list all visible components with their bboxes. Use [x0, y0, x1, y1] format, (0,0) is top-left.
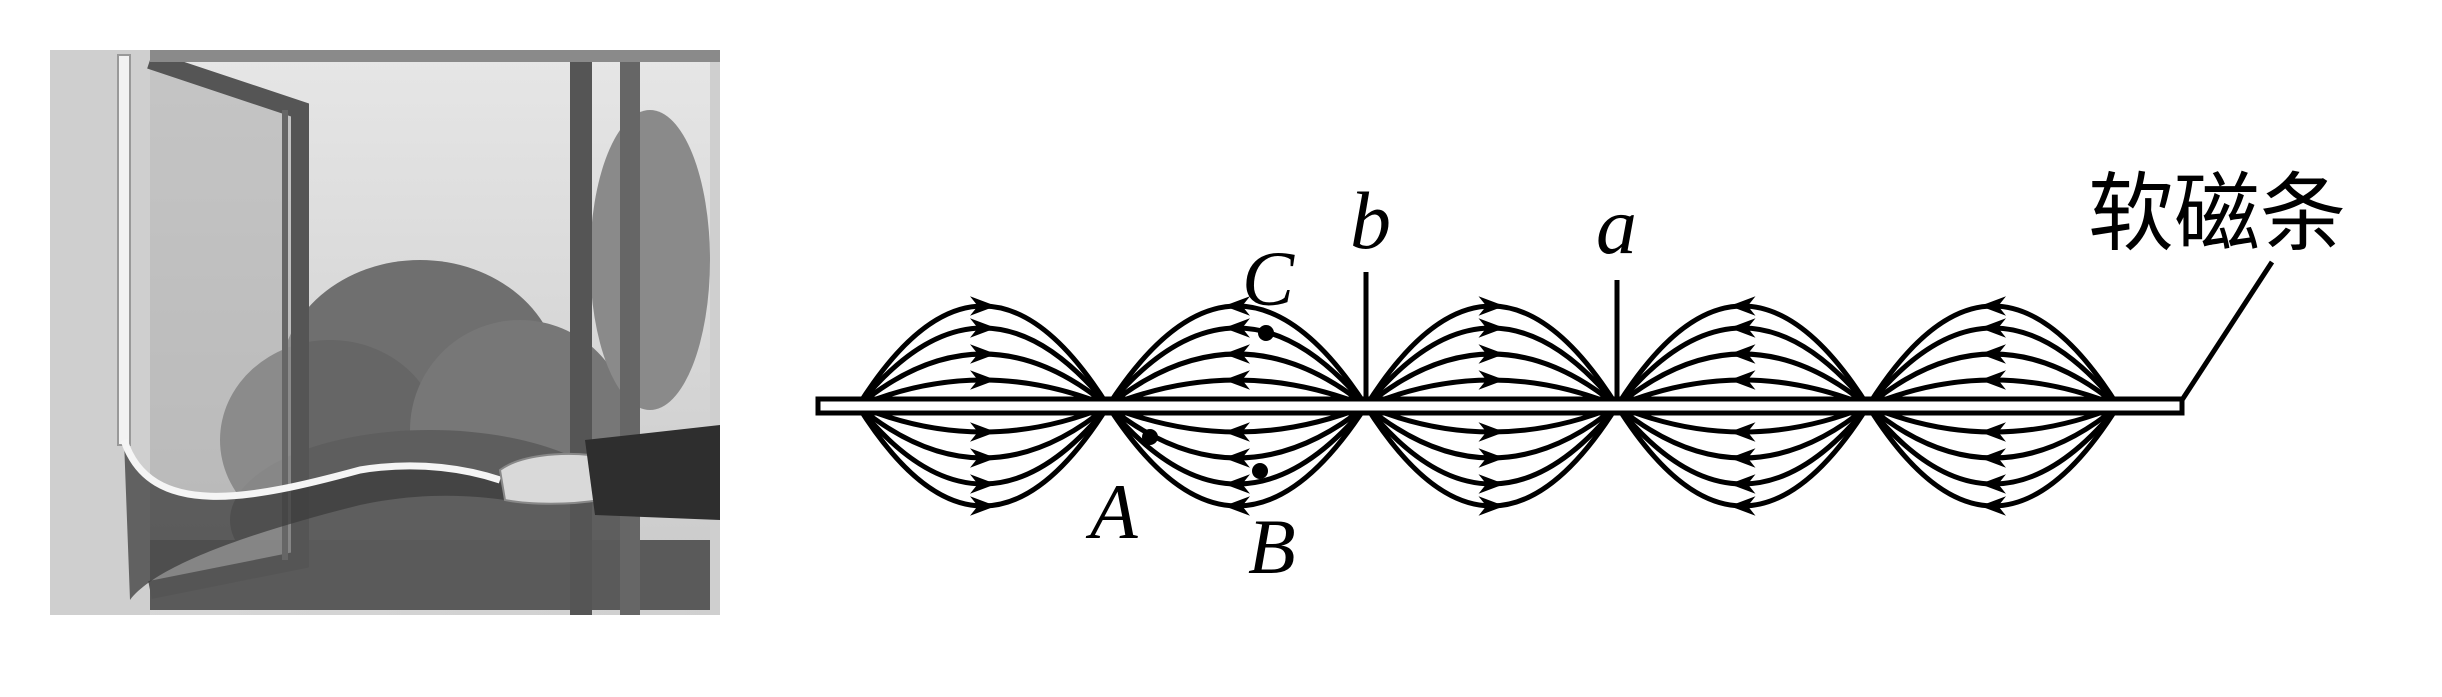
field-arrow-seg5-bottom-3: [1980, 474, 2006, 494]
field-arrow-seg4-bottom-2: [1729, 448, 1756, 468]
field-arrow-seg5-bottom-1: [1980, 422, 2006, 442]
field-arrow-seg2-bottom-4: [1224, 496, 1250, 516]
field-arrow-seg3-top-1: [1478, 370, 1505, 390]
field-arrow-seg5-top-2: [1980, 344, 2006, 364]
field-arrow-seg4-top-3: [1729, 318, 1756, 338]
field-arrow-seg5-top-3: [1980, 318, 2006, 338]
field-arrow-seg4-bottom-4: [1729, 496, 1756, 516]
point-C: [1258, 325, 1274, 341]
field-arrow-seg2-top-2: [1224, 344, 1250, 364]
field-arrow-seg1-top-4: [970, 296, 996, 316]
open-sash: [147, 51, 309, 599]
field-arrow-seg5-bottom-4: [1980, 496, 2006, 516]
field-arrows: [970, 296, 2006, 516]
field-arrow-seg5-top-4: [1980, 296, 2006, 316]
field-arrow-seg3-bottom-4: [1478, 496, 1505, 516]
field-arrow-seg4-top-1: [1729, 370, 1756, 390]
field-arrow-seg2-top-3: [1224, 318, 1250, 338]
field-arrow-seg4-top-2: [1729, 344, 1756, 364]
label-C: C: [1242, 235, 1295, 322]
field-arrow-seg1-bottom-2: [970, 448, 996, 468]
screen-net-curl: [124, 440, 505, 600]
label-A: A: [1085, 468, 1138, 555]
field-arrow-seg1-top-1: [970, 370, 996, 390]
label-b: b: [1350, 175, 1391, 266]
field-arrow-seg2-bottom-3: [1224, 474, 1250, 494]
label-B: B: [1248, 503, 1296, 590]
field-arrow-seg2-top-4: [1224, 296, 1250, 316]
field-arrow-seg1-top-2: [970, 344, 996, 364]
field-arrow-seg3-top-4: [1478, 296, 1505, 316]
field-arrow-seg4-bottom-3: [1729, 474, 1756, 494]
strip-leader-line: [2179, 260, 2275, 402]
field-arrow-seg2-bottom-1: [1224, 422, 1250, 442]
hand: [498, 425, 720, 520]
field-arrow-seg2-bottom-2: [1224, 448, 1250, 468]
field-arrow-seg3-bottom-2: [1478, 448, 1505, 468]
soft-magnetic-strip: [815, 396, 2185, 416]
field-arrow-seg1-top-3: [970, 318, 996, 338]
field-arrow-seg5-bottom-2: [1980, 448, 2006, 468]
screen-edge-strip: [120, 438, 502, 500]
field-arrow-seg3-top-2: [1478, 344, 1505, 364]
field-arrow-seg4-bottom-1: [1729, 422, 1756, 442]
field-arrow-seg3-bottom-3: [1478, 474, 1505, 494]
field-arrow-seg3-top-3: [1478, 318, 1505, 338]
point-B: [1252, 463, 1268, 479]
field-arrow-seg1-bottom-4: [970, 496, 996, 516]
field-arrow-seg1-bottom-1: [970, 422, 996, 442]
field-arrow-seg1-bottom-3: [970, 474, 996, 494]
field-arrow-seg2-top-1: [1224, 370, 1250, 390]
point-A: [1142, 429, 1158, 445]
field-arrow-seg4-top-4: [1729, 296, 1756, 316]
field-arrow-seg5-top-1: [1980, 370, 2006, 390]
label-a: a: [1596, 180, 1637, 271]
field-arrow-seg3-bottom-1: [1478, 422, 1505, 442]
label-soft-magnetic-strip: 软磁条: [2088, 164, 2346, 264]
